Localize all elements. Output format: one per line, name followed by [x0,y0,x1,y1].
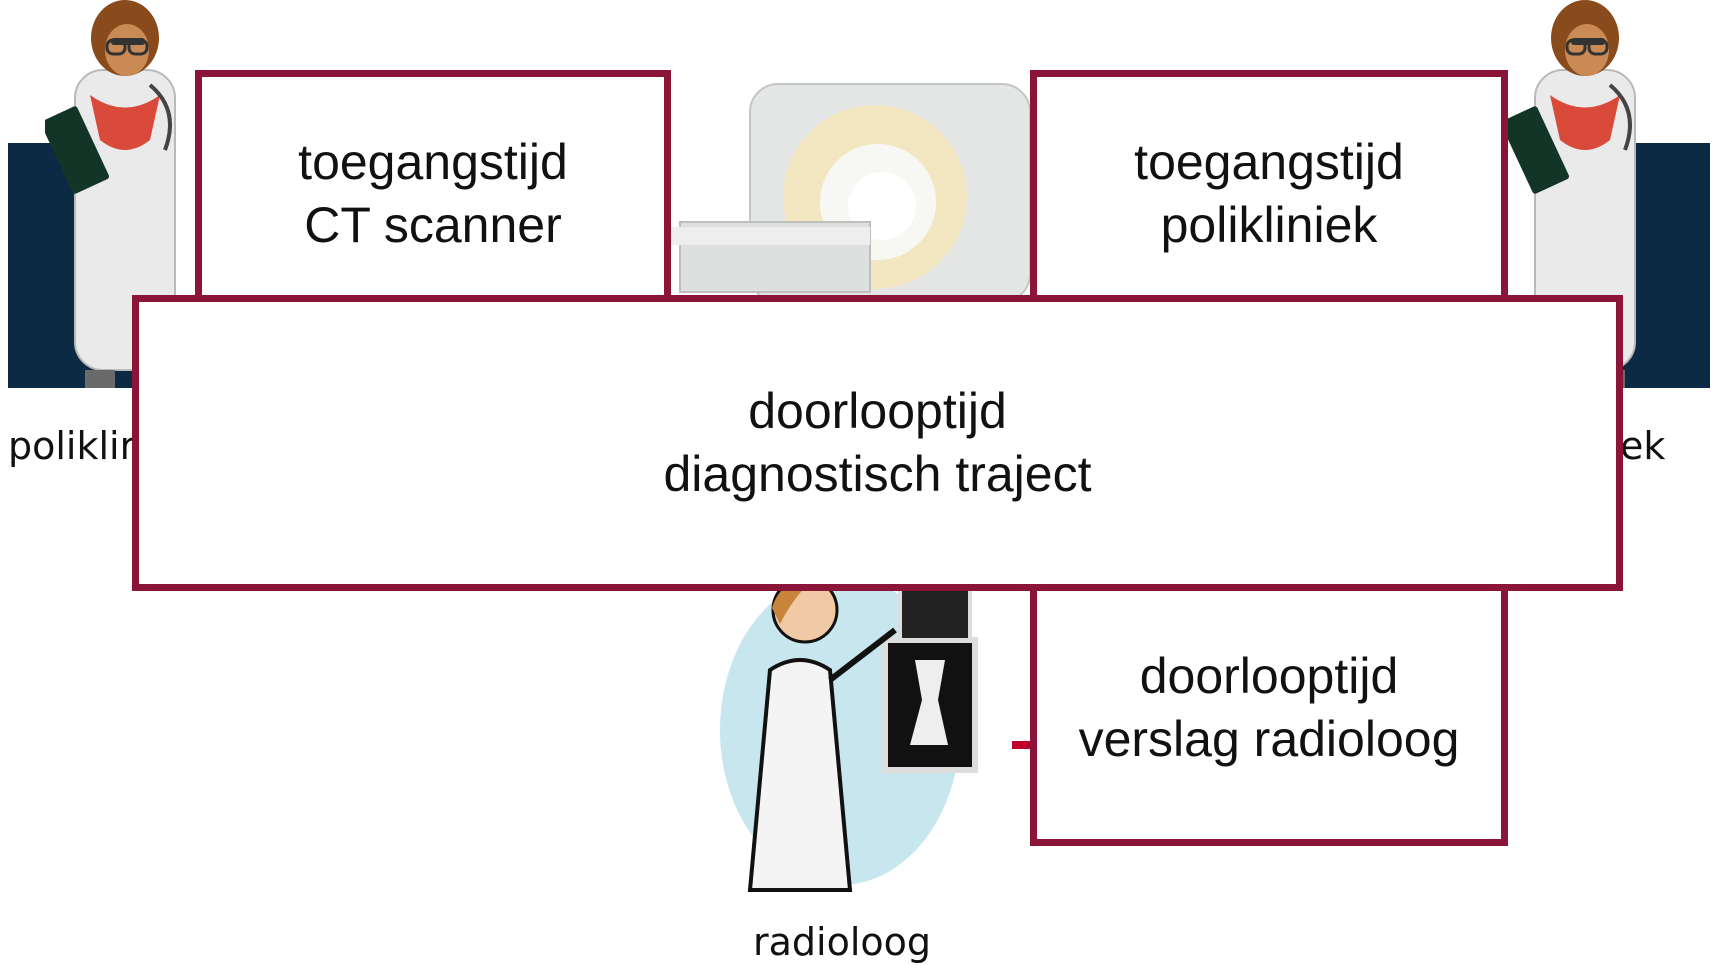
box-diagnostic-turnaround-line1: doorlooptijd [748,383,1007,439]
box-access-time-clinic-line1: toegangstijd [1134,134,1404,190]
ct-scanner-image [670,83,1030,302]
box-access-time-clinic: toegangstijd polikliniek [1030,70,1508,318]
report-connector [1012,741,1032,749]
box-access-time-ct-line2: CT scanner [304,197,562,253]
caption-radiologist: radioloog [753,920,932,964]
box-access-time-clinic-line2: polikliniek [1160,197,1378,253]
box-report-turnaround-line2: verslag radioloog [1078,711,1460,767]
radiologist-figure [720,580,978,892]
caption-right: ek [1620,424,1666,468]
box-access-time-ct: toegangstijd CT scanner [195,70,671,318]
box-diagnostic-turnaround: doorlooptijd diagnostisch traject [132,295,1623,591]
caption-left: poliklir [8,424,136,468]
box-diagnostic-turnaround-line2: diagnostisch traject [663,446,1092,502]
box-access-time-ct-line1: toegangstijd [298,134,568,190]
box-report-turnaround-line1: doorlooptijd [1139,648,1399,704]
box-report-turnaround: doorlooptijd verslag radioloog [1030,570,1508,846]
